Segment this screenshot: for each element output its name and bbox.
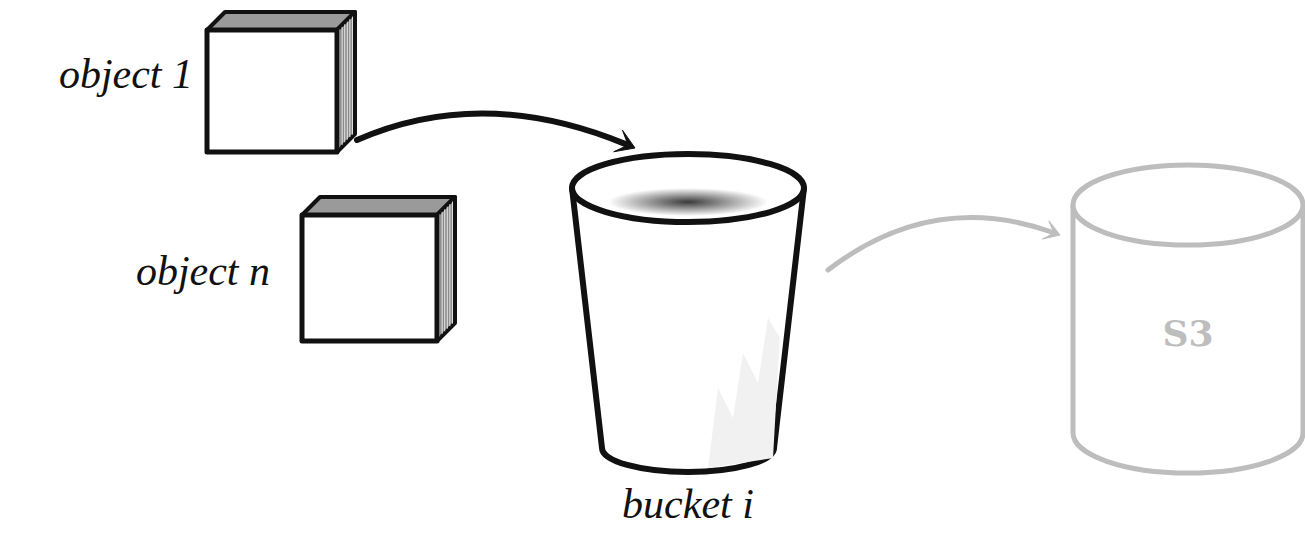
diagram-node: object 1 (205, 10, 357, 154)
diagram-node: bucket i (568, 148, 808, 478)
diagram-node: S3 (1068, 160, 1305, 478)
object-cube (300, 195, 457, 343)
bucket-shape (568, 148, 808, 478)
flow-arrow (357, 113, 635, 151)
object-label: object 1 (59, 50, 193, 98)
flow-arrow (828, 218, 1060, 270)
bucket-label: bucket i (568, 480, 808, 528)
object-label: object n (136, 247, 270, 295)
object-cube (205, 10, 357, 154)
storage-label: S3 (1068, 312, 1305, 354)
diagram-node: object n (300, 195, 457, 343)
